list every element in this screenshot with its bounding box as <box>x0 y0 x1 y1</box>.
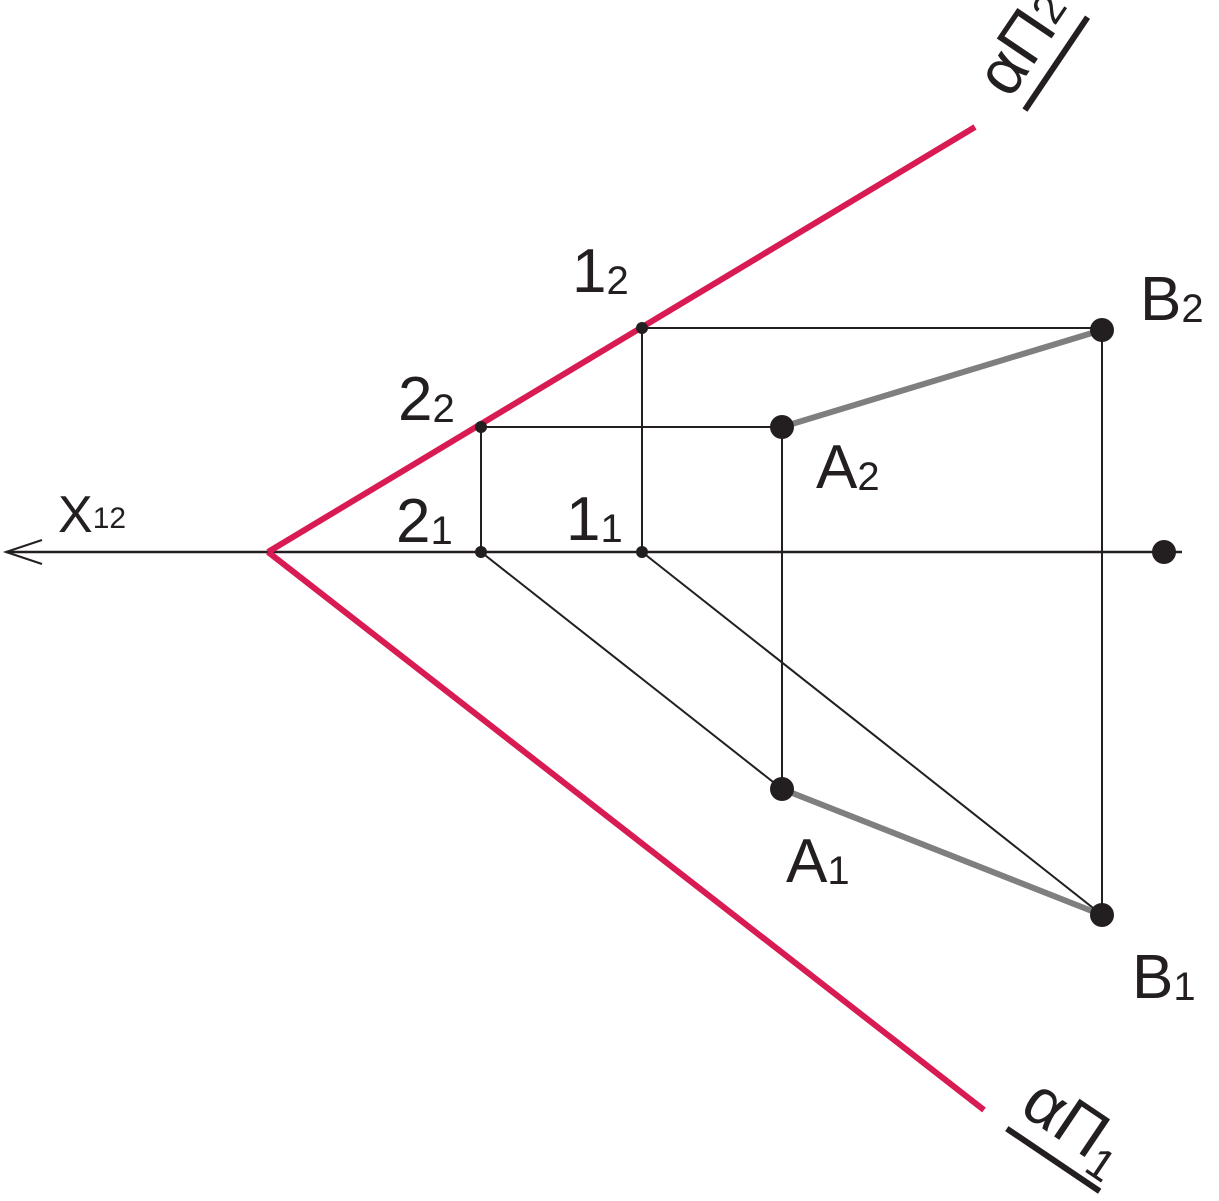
horizontal-trace <box>266 549 986 1113</box>
front-trace-label-underline <box>1022 15 1091 112</box>
construction-lines <box>480 327 1103 916</box>
label-1-2: 12 <box>572 237 629 306</box>
label-2-1: 21 <box>396 487 453 556</box>
point-1-2 <box>636 322 648 334</box>
label-B2: B2 <box>1140 265 1204 334</box>
x-axis-arrow <box>2 539 43 565</box>
point-B1 <box>1090 903 1114 927</box>
front-trace <box>266 124 977 555</box>
point-A1 <box>770 777 794 801</box>
point-2-1 <box>475 546 487 558</box>
label-A2: A2 <box>816 433 880 502</box>
label-A1: A1 <box>786 827 850 896</box>
point-2-2 <box>475 421 487 433</box>
front-trace-label: αΠ2 <box>960 0 1091 112</box>
segment-A1-B1 <box>780 786 1104 918</box>
horizontal-trace-label-underline <box>1005 1126 1102 1194</box>
segment-A2-B2 <box>781 327 1103 430</box>
line-1-1-to-B1 <box>641 551 1103 916</box>
horizontal-trace-label: αΠ1 <box>1005 1062 1125 1194</box>
point-1-1 <box>636 546 648 558</box>
label-B1: B1 <box>1132 943 1196 1012</box>
point-A2 <box>770 415 794 439</box>
x-axis-label: X12 <box>58 486 126 544</box>
point-B2 <box>1090 318 1114 342</box>
line-2-1-to-A1 <box>480 551 783 790</box>
label-1-1: 11 <box>566 485 623 554</box>
label-2-2: 22 <box>398 365 455 434</box>
axis-end-point <box>1152 540 1176 564</box>
points <box>475 318 1176 927</box>
